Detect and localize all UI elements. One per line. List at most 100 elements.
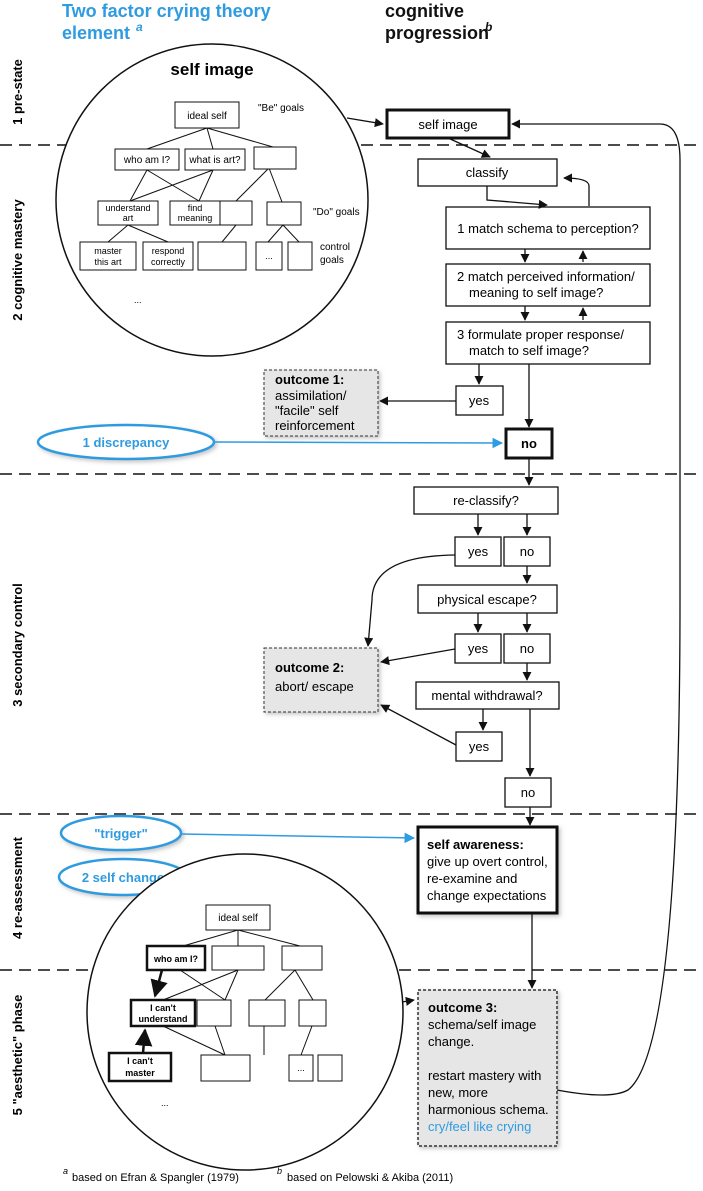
control-goals-label-2: goals bbox=[320, 255, 344, 266]
outcome-3-title: outcome 3: bbox=[428, 1000, 497, 1015]
changed-empty-box-3 bbox=[196, 999, 232, 1027]
no-label-2: no bbox=[520, 544, 534, 559]
left-title-line2: element bbox=[62, 23, 130, 43]
self-image-outline bbox=[55, 43, 369, 357]
changed-goal-tree-lines bbox=[162, 929, 314, 1056]
self-awareness-line-1: give up overt control, bbox=[427, 854, 548, 869]
classify-label: classify bbox=[466, 165, 509, 180]
master-art-label-2: this art bbox=[94, 257, 122, 267]
mental-withdrawal-box bbox=[415, 681, 560, 710]
ideal-self-label: ideal self bbox=[187, 111, 227, 122]
mental-withdrawal-label: mental withdrawal? bbox=[431, 688, 542, 703]
changed-self-image-outline bbox=[86, 853, 404, 1171]
footnote-a-text: based on Efran & Spangler (1979) bbox=[72, 1172, 239, 1184]
yes-label-4: yes bbox=[469, 739, 490, 754]
left-title-line1: Two factor crying theory bbox=[62, 1, 271, 21]
goal-tree-lines bbox=[107, 127, 300, 243]
phase-1-label: 1 pre-state bbox=[10, 59, 25, 125]
cant-master-label-1: I can't bbox=[127, 1056, 153, 1066]
discrepancy-label: 1 discrepancy bbox=[83, 435, 170, 450]
self-image-circle: self image ideal self "Be" goals who am … bbox=[55, 43, 369, 357]
changed-dots-box bbox=[288, 1054, 314, 1082]
reclassify-label: re-classify? bbox=[453, 493, 519, 508]
changed-dots: ... bbox=[297, 1063, 305, 1073]
question-1-box bbox=[445, 206, 651, 250]
outcome-3-box bbox=[417, 989, 558, 1147]
understand-art-label-1: understand bbox=[105, 203, 150, 213]
phase-2-label: 2 cognitive mastery bbox=[10, 199, 25, 321]
control-goal-dots: ... bbox=[265, 251, 273, 261]
cant-understand-to-who-am-i bbox=[150, 969, 168, 998]
cant-understand-label-1: I can't bbox=[150, 1003, 176, 1013]
flow-arrows bbox=[346, 117, 681, 1096]
outcome-1-line-3: reinforcement bbox=[275, 418, 355, 433]
self-change-label: 2 self change bbox=[82, 870, 164, 885]
find-meaning-label-2: meaning bbox=[178, 213, 213, 223]
phase-labels: 1 pre-state 2 cognitive mastery 3 second… bbox=[10, 59, 25, 1115]
right-title-line1: cognitive bbox=[385, 1, 464, 21]
outcome-3-line-1: schema/self image bbox=[428, 1017, 536, 1032]
cant-understand-label-2: understand bbox=[138, 1014, 187, 1024]
no-box-1 bbox=[504, 427, 554, 460]
control-goal-dots-box bbox=[255, 241, 283, 271]
footnote-b-sup: b bbox=[277, 1166, 282, 1176]
cant-master-label-2: master bbox=[125, 1068, 155, 1078]
outcome-3-line-5: harmonious schema. bbox=[428, 1102, 549, 1117]
changed-ideal-self-label: ideal self bbox=[218, 913, 258, 924]
changed-who-am-i-label: who am I? bbox=[153, 954, 198, 964]
right-title-sup: b bbox=[485, 20, 492, 34]
reclassify-box bbox=[413, 486, 559, 515]
control-goal-empty-box-1 bbox=[197, 241, 247, 271]
changed-empty-box-7 bbox=[317, 1054, 343, 1082]
yes-label-2: yes bbox=[468, 544, 489, 559]
outcome-1-line-2: "facile" self bbox=[275, 403, 339, 418]
cant-master-box bbox=[107, 1051, 173, 1083]
no-label-3: no bbox=[520, 641, 534, 656]
question-2-label-2: meaning to self image? bbox=[469, 285, 603, 300]
physical-escape-label: physical escape? bbox=[437, 592, 537, 607]
outcome-3-line-6: cry/feel like crying bbox=[428, 1119, 531, 1134]
changed-who-am-i-box bbox=[145, 944, 207, 972]
changed-ideal-self-box bbox=[205, 904, 271, 931]
phase-3-label: 3 secondary control bbox=[10, 583, 25, 707]
be-goals-label: "Be" goals bbox=[258, 103, 304, 114]
yes-box-3 bbox=[454, 633, 502, 664]
physical-escape-box bbox=[417, 584, 558, 614]
what-is-art-label: what is art? bbox=[188, 155, 241, 166]
do-goal-empty-box-1 bbox=[219, 200, 253, 226]
question-2-box bbox=[445, 263, 651, 307]
yes-box-1 bbox=[455, 385, 504, 416]
understand-art-box bbox=[97, 200, 159, 226]
outcome-1-box bbox=[263, 369, 379, 437]
outcome-1-title: outcome 1: bbox=[275, 372, 344, 387]
left-title-sup: a bbox=[136, 20, 143, 34]
respond-correctly-label-1: respond bbox=[152, 246, 185, 256]
trigger-oval bbox=[59, 814, 183, 852]
who-am-i-box bbox=[114, 148, 180, 171]
flow-chart: self image classify 1 match schema to pe… bbox=[385, 108, 651, 915]
outcome-1-line-1: assimilation/ bbox=[275, 388, 347, 403]
changed-self-image-circle: ideal self who am I? I can't understand … bbox=[86, 853, 404, 1171]
right-header: cognitive progression b bbox=[385, 1, 492, 43]
understand-art-label-2: art bbox=[123, 213, 134, 223]
outcome-2-line-1: abort/ escape bbox=[275, 679, 354, 694]
ideal-self-box bbox=[174, 101, 240, 129]
do-goal-empty-box-2 bbox=[266, 201, 302, 226]
cant-master-to-cant-understand bbox=[134, 1028, 153, 1054]
right-title-line2: progression bbox=[385, 23, 489, 43]
outcome-3-line-2: change. bbox=[428, 1034, 474, 1049]
changed-empty-box-6 bbox=[200, 1054, 251, 1082]
goal-tree-ellipsis: ... bbox=[134, 295, 142, 305]
self-awareness-line-2: re-examine and bbox=[427, 871, 517, 886]
left-header: Two factor crying theory element a bbox=[62, 1, 271, 43]
outcome-2-box bbox=[263, 647, 379, 713]
outcomes: outcome 1: assimilation/ "facile" self r… bbox=[263, 369, 558, 1147]
question-3-label-1: 3 formulate proper response/ bbox=[457, 327, 624, 342]
yes-box-4 bbox=[455, 731, 503, 762]
control-goal-empty-box-2 bbox=[287, 241, 313, 271]
self-awareness-title: self awareness: bbox=[427, 837, 524, 852]
self-image-box-label: self image bbox=[418, 117, 477, 132]
changed-ellipsis: ... bbox=[161, 1098, 169, 1108]
no-label-4: no bbox=[521, 785, 535, 800]
